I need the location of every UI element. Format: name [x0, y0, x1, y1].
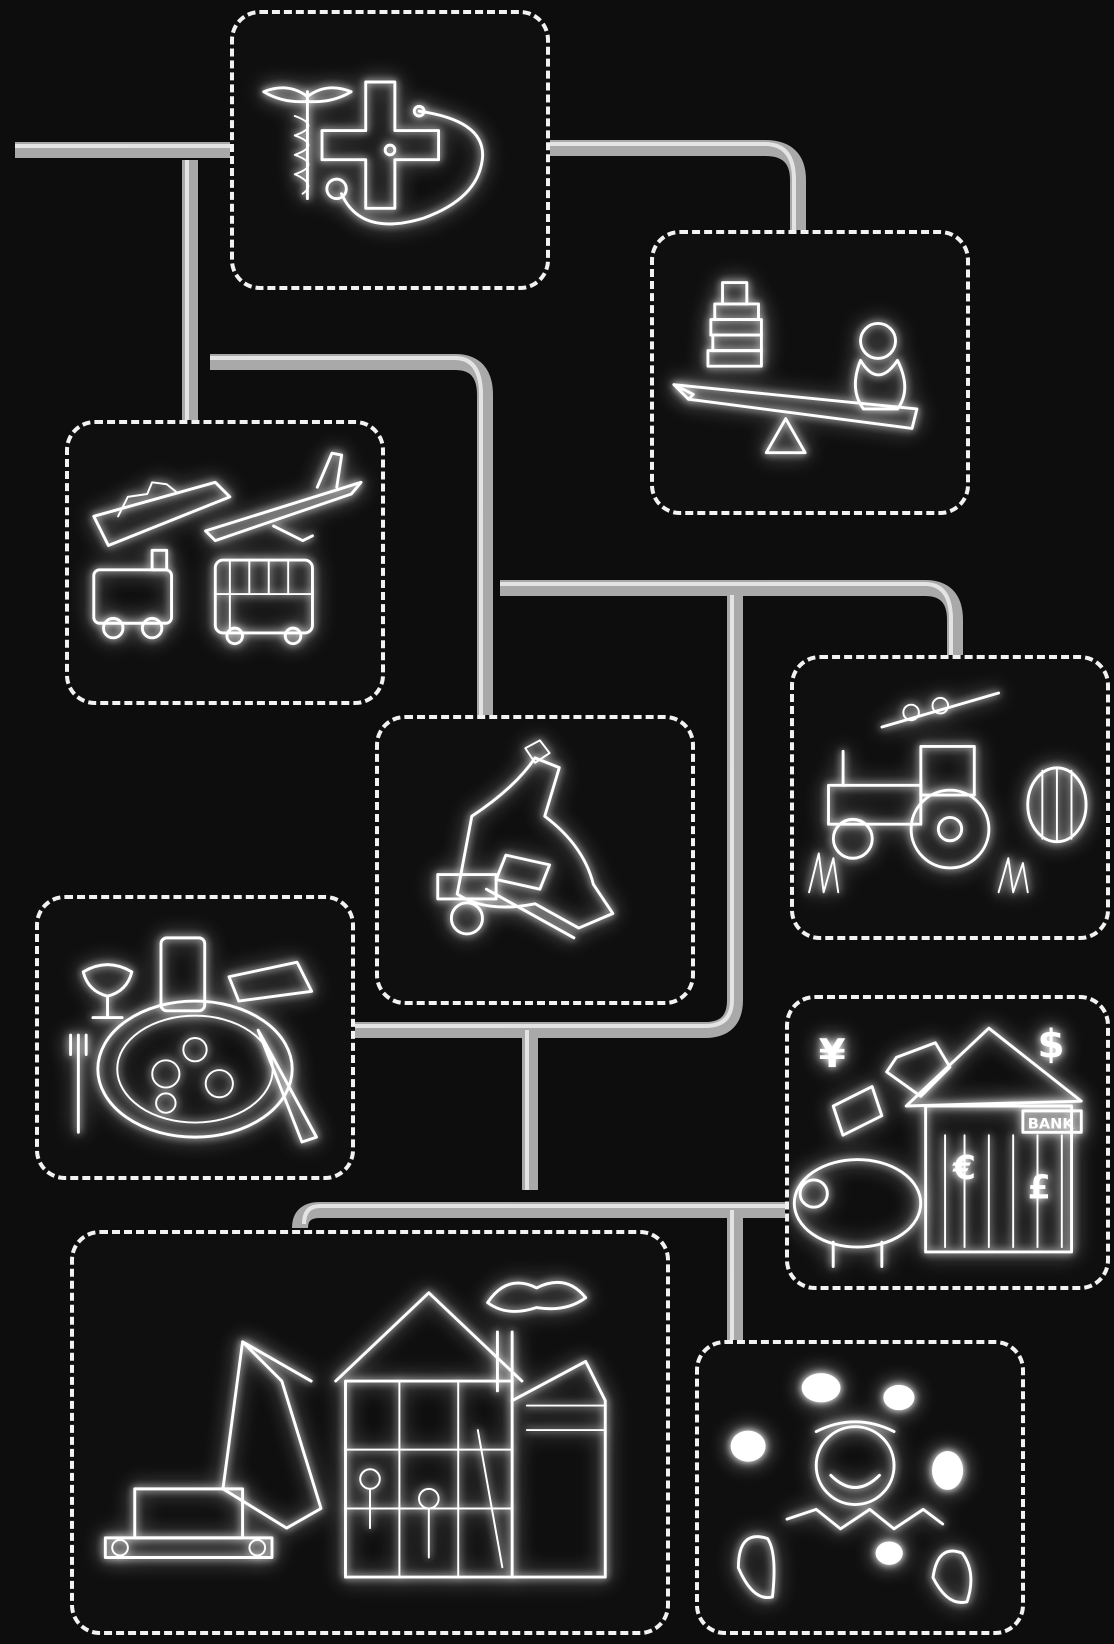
meal-plate-icon	[39, 899, 351, 1176]
pound-symbol: £	[1028, 1167, 1051, 1206]
panel-transport	[65, 420, 385, 705]
panel-food	[35, 895, 355, 1180]
tractor-icon	[794, 659, 1106, 936]
juggling-clown-icon	[699, 1344, 1021, 1631]
pipe-top-right	[540, 148, 798, 235]
euro-symbol: €	[952, 1148, 976, 1187]
caduceus-cross-stethoscope-icon	[234, 14, 546, 286]
pipe-bottom	[300, 1210, 785, 1228]
panel-engineering	[375, 715, 695, 1005]
panel-agriculture	[790, 655, 1110, 940]
dollar-symbol: $	[1037, 1022, 1064, 1067]
panel-construction	[70, 1230, 670, 1635]
yen-symbol: ¥	[819, 1032, 846, 1077]
panel-finance: ¥ $ BANK € £	[785, 995, 1110, 1290]
books-pencil-seesaw-icon	[654, 234, 966, 511]
panel-entertainment	[695, 1340, 1025, 1635]
machinery-parts-icon	[379, 719, 691, 1001]
panel-health	[230, 10, 550, 290]
bank-sign-text: BANK	[1028, 1115, 1075, 1132]
bank-piggybank-icon: ¥ $ BANK € £	[789, 999, 1106, 1286]
excavator-house-icon	[74, 1234, 666, 1631]
ship-plane-train-bus-icon	[69, 424, 381, 701]
panel-education	[650, 230, 970, 515]
